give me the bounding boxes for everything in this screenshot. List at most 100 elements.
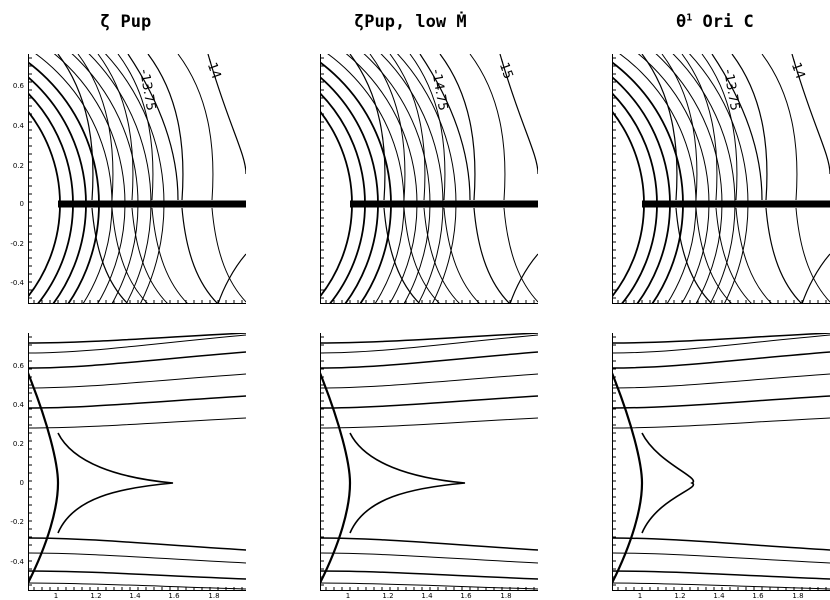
contour-line: [641, 54, 678, 201]
contour-line: [207, 54, 246, 175]
streamline: [28, 552, 246, 564]
stellar-contour: [618, 54, 697, 304]
title-zeta-pup: ζ Pup: [100, 12, 152, 32]
stellar-contour: [320, 91, 366, 304]
streamline: [28, 582, 246, 590]
streamline: [612, 582, 830, 590]
y-tick-label: 0.4: [12, 122, 24, 130]
x-tick-label: 1.2: [674, 592, 686, 600]
contour-line: [147, 54, 184, 201]
contour-line: [389, 54, 426, 201]
stellar-contour: [28, 91, 74, 304]
stellar-contour: [71, 54, 139, 304]
y-tick-label: -0.4: [10, 279, 24, 287]
y-tick-label: 0.6: [12, 362, 24, 370]
title-theta1-ori-c: θ1 Ori C: [676, 12, 754, 32]
y-tick-label: -0.4: [10, 558, 24, 566]
stellar-contour: [612, 110, 645, 298]
stellar-contour: [655, 54, 723, 304]
streamline-panel-2: [320, 333, 538, 591]
y-tick-label: 0: [19, 200, 24, 208]
density-contours: -13.75-14: [28, 54, 246, 304]
streamline: [28, 334, 246, 354]
stellar-contour: [612, 91, 658, 304]
y-tick-label: -0.2: [10, 518, 24, 526]
density-contour-panel-1: -13.75-14: [28, 54, 246, 304]
contour-line: [57, 54, 94, 201]
stellar-contour: [28, 61, 100, 304]
x-tick-label: 1.2: [382, 592, 394, 600]
contour-line: [731, 54, 768, 201]
contour-line: [349, 54, 386, 201]
title-zeta-pup-low-mdot: ζPup, low Ṁ: [354, 12, 467, 32]
stellar-surface: [28, 372, 60, 584]
stellar-contour: [28, 75, 87, 304]
x-tick-label: 1: [637, 592, 643, 600]
contour-line: [97, 54, 134, 201]
streamline: [612, 333, 830, 344]
contour-line: [469, 54, 506, 201]
contour-line: [695, 207, 733, 304]
stellar-surface: [612, 372, 644, 584]
density-contour-panel-2: -14.75-15: [320, 54, 538, 304]
x-tick-label: 1.4: [713, 592, 725, 600]
contour-line: [177, 54, 214, 201]
stellar-surface: [320, 372, 352, 584]
streamline-contours: [612, 333, 830, 591]
contour-line: [503, 207, 538, 303]
stellar-contour: [320, 110, 353, 298]
x-tick-label: 1.8: [500, 592, 512, 600]
contour-line: [681, 54, 718, 201]
x-tick-label: 1.6: [168, 592, 180, 600]
contour-line: [661, 54, 698, 201]
y-tick-label: 0.2: [12, 440, 24, 448]
streamline: [28, 395, 246, 409]
contour-label: -13.75: [136, 68, 158, 112]
contour-label: -14: [786, 56, 807, 81]
y-tick-label: -0.2: [10, 240, 24, 248]
density-contour-panel-3: -13.75-14: [612, 54, 830, 304]
x-tick-label: 1: [53, 592, 59, 600]
closed-loop: [641, 432, 695, 534]
x-tick-label: 1.6: [752, 592, 764, 600]
stellar-contour: [612, 75, 671, 304]
x-tick-label: 1.2: [90, 592, 102, 600]
streamline-contours: [28, 333, 246, 591]
contour-line: [509, 253, 538, 304]
streamline: [612, 552, 830, 564]
contour-line: [117, 54, 154, 201]
streamline: [28, 417, 246, 429]
stellar-contour: [28, 110, 61, 298]
density-contours: -13.75-14: [612, 54, 830, 304]
streamline: [28, 351, 246, 369]
x-tick-label: 1.6: [460, 592, 472, 600]
stellar-contour: [612, 61, 684, 304]
contour-line: [419, 54, 471, 201]
streamline-contours: [320, 333, 538, 591]
streamline: [28, 537, 246, 551]
contour-label: -15: [494, 56, 515, 81]
stellar-contour: [363, 54, 431, 304]
streamline: [320, 570, 538, 580]
contour-line: [701, 54, 738, 201]
stellar-contour: [34, 54, 113, 304]
contour-line: [765, 207, 803, 304]
streamline: [612, 537, 830, 551]
x-tick-label: 1.8: [208, 592, 220, 600]
contour-line: [127, 54, 179, 201]
streamline: [612, 570, 830, 580]
y-tick-label: 0.6: [12, 82, 24, 90]
x-tick-label: 1.4: [421, 592, 433, 600]
streamline-panel-3: [612, 333, 830, 591]
streamline: [320, 552, 538, 564]
contour-line: [131, 207, 169, 304]
contour-line: [791, 54, 830, 175]
contour-line: [675, 207, 713, 304]
streamline: [612, 373, 830, 389]
contour-line: [91, 207, 129, 304]
contour-line: [761, 54, 798, 201]
closed-loop: [57, 432, 174, 534]
streamline: [28, 373, 246, 389]
streamline: [320, 334, 538, 354]
streamline: [320, 395, 538, 409]
